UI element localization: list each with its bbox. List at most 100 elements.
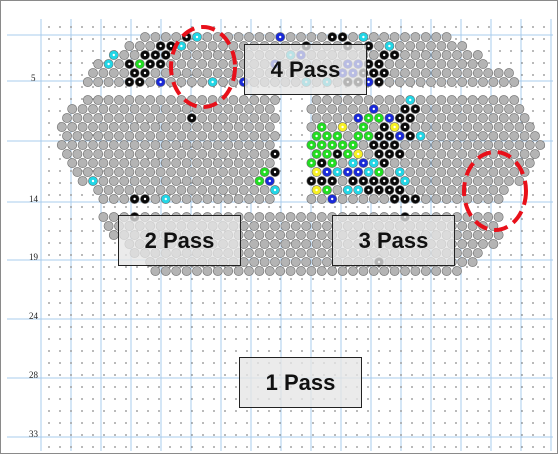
tube bbox=[431, 32, 442, 42]
tube bbox=[114, 59, 124, 69]
background-dot bbox=[81, 410, 83, 412]
tube-center-mark bbox=[362, 35, 365, 39]
tube bbox=[88, 158, 98, 168]
background-dot bbox=[235, 446, 237, 448]
background-dot bbox=[235, 314, 237, 316]
tube bbox=[244, 266, 254, 276]
background-dot bbox=[510, 410, 512, 412]
background-dot bbox=[114, 314, 116, 316]
background-dot bbox=[180, 302, 182, 304]
background-dot bbox=[422, 410, 424, 412]
background-dot bbox=[92, 194, 94, 196]
tube bbox=[249, 185, 260, 195]
background-dot bbox=[477, 350, 479, 352]
background-dot bbox=[114, 362, 116, 364]
tube bbox=[316, 32, 327, 42]
background-dot bbox=[521, 374, 523, 376]
background-dot bbox=[411, 446, 413, 448]
background-dot bbox=[235, 434, 237, 436]
tube bbox=[254, 122, 265, 132]
tube bbox=[166, 185, 176, 195]
background-dot bbox=[92, 314, 94, 316]
background-dot bbox=[312, 350, 314, 352]
background-dot bbox=[147, 206, 149, 208]
background-dot bbox=[290, 98, 292, 100]
background-dot bbox=[532, 338, 534, 340]
background-dot bbox=[400, 326, 402, 328]
background-dot bbox=[290, 170, 292, 172]
highlight-circle-4pass bbox=[169, 25, 237, 109]
background-dot bbox=[543, 326, 545, 328]
tube bbox=[212, 68, 223, 78]
tube bbox=[249, 131, 260, 141]
background-dot bbox=[532, 290, 534, 292]
tube-center-mark bbox=[383, 179, 386, 183]
background-dot bbox=[169, 302, 171, 304]
tube-center-mark bbox=[377, 62, 381, 66]
tube-center-mark bbox=[357, 134, 360, 138]
tube bbox=[420, 104, 431, 114]
background-dot bbox=[312, 326, 314, 328]
background-dot bbox=[334, 302, 336, 304]
tube bbox=[410, 32, 421, 42]
background-dot bbox=[477, 374, 479, 376]
background-dot bbox=[103, 422, 105, 424]
tube bbox=[488, 113, 499, 123]
background-dot bbox=[444, 290, 446, 292]
tube bbox=[134, 149, 145, 159]
tube bbox=[498, 95, 509, 105]
tube bbox=[498, 77, 509, 87]
background-dot bbox=[136, 398, 138, 400]
background-dot bbox=[169, 326, 171, 328]
tube-center-mark bbox=[367, 116, 370, 120]
background-dot bbox=[136, 314, 138, 316]
tube bbox=[223, 122, 234, 132]
tube bbox=[472, 248, 483, 258]
background-dot bbox=[422, 86, 424, 88]
tube-center-mark bbox=[315, 152, 318, 156]
tube bbox=[166, 95, 176, 105]
background-dot bbox=[543, 290, 545, 292]
background-dot bbox=[257, 422, 259, 424]
background-dot bbox=[125, 86, 127, 88]
tube-center-mark bbox=[320, 161, 323, 165]
tube bbox=[212, 104, 223, 114]
background-dot bbox=[103, 278, 105, 280]
tube bbox=[441, 68, 452, 78]
background-dot bbox=[114, 350, 116, 352]
background-dot bbox=[268, 326, 270, 328]
tube bbox=[202, 140, 213, 150]
background-dot bbox=[510, 326, 512, 328]
background-dot bbox=[477, 434, 479, 436]
background-dot bbox=[400, 350, 402, 352]
background-dot bbox=[169, 434, 171, 436]
tube bbox=[467, 185, 478, 195]
tube bbox=[244, 230, 254, 240]
background-dot bbox=[48, 74, 50, 76]
tube bbox=[67, 104, 78, 114]
tube bbox=[374, 41, 384, 51]
tube bbox=[452, 68, 462, 78]
tube bbox=[181, 158, 192, 168]
tube-center-mark bbox=[143, 53, 147, 57]
background-dot bbox=[59, 98, 61, 100]
background-dot bbox=[290, 434, 292, 436]
tube bbox=[415, 185, 426, 195]
background-dot bbox=[477, 302, 479, 304]
tube-center-mark bbox=[383, 71, 386, 75]
tube bbox=[140, 104, 150, 114]
background-dot bbox=[59, 386, 61, 388]
tube bbox=[218, 131, 228, 141]
background-dot bbox=[290, 278, 292, 280]
tube bbox=[270, 113, 280, 123]
row-label-33: 33 bbox=[29, 429, 39, 439]
background-dot bbox=[411, 278, 413, 280]
tube bbox=[160, 104, 171, 114]
background-dot bbox=[246, 206, 248, 208]
background-dot bbox=[400, 362, 402, 364]
background-dot bbox=[114, 26, 116, 28]
tube bbox=[145, 41, 156, 51]
background-dot bbox=[70, 182, 72, 184]
background-dot bbox=[81, 446, 83, 448]
background-dot bbox=[499, 206, 501, 208]
